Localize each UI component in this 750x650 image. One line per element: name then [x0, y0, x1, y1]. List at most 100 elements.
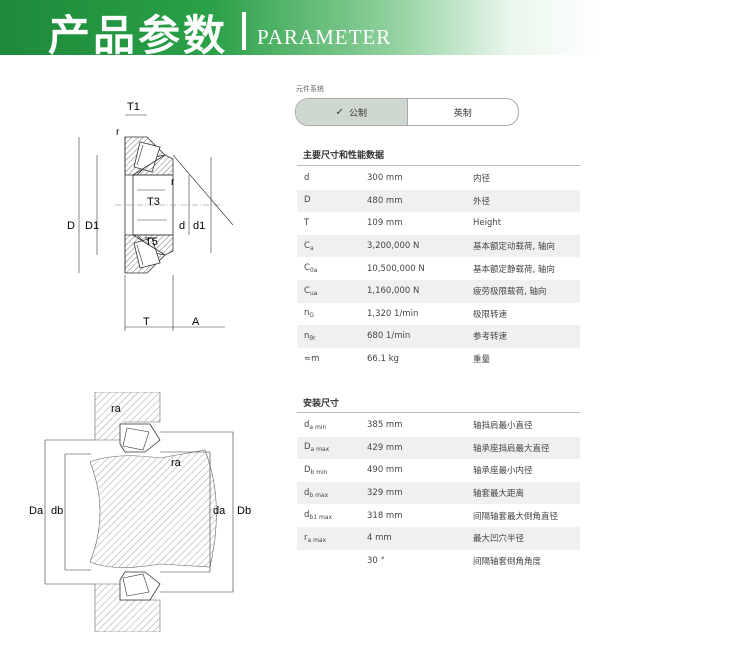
- value-cell: 30 °: [367, 555, 385, 566]
- value-cell: 1,160,000 N: [367, 286, 420, 297]
- section-divider: [297, 165, 580, 166]
- table-row: 30 ° 间隔轴套倒角角度: [297, 550, 580, 573]
- value-cell: 680 1/min: [367, 331, 411, 342]
- table-row: Cua 1,160,000 N 疲劳极限载荷, 轴向: [297, 279, 580, 303]
- unit-system-label: 元件系统: [296, 85, 324, 93]
- symbol: d: [304, 172, 310, 183]
- bearing-dimension-diagram: T1 r r T3 T5 D D1 d d1 T A: [67, 101, 234, 331]
- label-Da-left: Da: [29, 505, 44, 517]
- label-d1: d1: [193, 220, 205, 232]
- description-cell: 轴挡肩最小直径: [473, 421, 533, 432]
- title-divider: [242, 12, 246, 50]
- symbol-cell: d: [297, 173, 367, 184]
- value-cell: 1,320 1/min: [367, 308, 419, 319]
- symbol-cell: ra max: [297, 533, 367, 544]
- header-banner: 产品参数 PARAMETER: [0, 0, 750, 60]
- symbol-subscript: ua: [309, 289, 318, 297]
- symbol-cell: Db min: [297, 465, 367, 476]
- symbol-cell: D: [297, 195, 367, 206]
- label-Db-right: Db: [237, 505, 251, 517]
- description-cell: 内径: [473, 174, 491, 185]
- symbol: D: [304, 442, 311, 453]
- symbol-subscript: b min: [310, 468, 328, 476]
- symbol-subscript: b max: [309, 491, 329, 499]
- table-row: ≈m 66.1 kg 重量: [297, 348, 580, 371]
- symbol-cell: db1 max: [297, 510, 367, 521]
- description-cell: 间隔轴套倒角角度: [473, 556, 542, 567]
- symbol-cell: C0a: [297, 263, 367, 274]
- value-cell: 3,200,000 N: [367, 241, 420, 252]
- symbol-cell: da min: [297, 420, 367, 431]
- value-cell: 66.1 kg: [367, 354, 399, 365]
- value-cell: 329 mm: [367, 488, 403, 499]
- symbol-cell: ≈m: [297, 354, 367, 365]
- unit-system-toggle: ✓ 公制 英制: [295, 98, 519, 126]
- main-dimensions-title: 主要尺寸和性能数据: [303, 151, 385, 161]
- symbol-subscript: 0a: [309, 267, 318, 275]
- value-cell: 300 mm: [367, 173, 403, 184]
- page-title-zh: 产品参数: [48, 11, 229, 60]
- value-cell: 318 mm: [367, 510, 403, 521]
- label-d: d: [179, 220, 185, 232]
- value-cell: 4 mm: [367, 533, 392, 544]
- symbol-cell: nϑr: [297, 331, 367, 342]
- check-icon: ✓: [335, 106, 344, 118]
- symbol: ≈m: [304, 353, 320, 364]
- mounting-dimension-diagram: ra ra Da db da Db: [29, 392, 251, 632]
- metric-option-label: 公制: [348, 108, 367, 119]
- symbol: d: [304, 510, 310, 521]
- symbol: n: [304, 330, 310, 341]
- description-cell: 疲劳极限载荷, 轴向: [473, 287, 547, 298]
- symbol: C: [304, 285, 310, 296]
- label-T1: T1: [127, 101, 140, 113]
- symbol: d: [304, 487, 310, 498]
- description-cell: 极限转速: [473, 309, 508, 320]
- label-T5: T5: [145, 236, 158, 248]
- value-cell: 385 mm: [367, 420, 403, 431]
- symbol: n: [304, 308, 310, 319]
- description-cell: 基本额定静载荷, 轴向: [473, 264, 555, 275]
- description-cell: 基本额定动载荷, 轴向: [473, 242, 555, 253]
- imperial-option[interactable]: 英制: [408, 99, 519, 125]
- label-T3: T3: [147, 196, 160, 208]
- symbol-subscript: a max: [310, 446, 330, 454]
- symbol-cell: Ca: [297, 241, 367, 252]
- table-row: d 300 mm 内径: [297, 167, 580, 190]
- value-cell: 490 mm: [367, 465, 403, 476]
- metric-option[interactable]: ✓ 公制: [296, 99, 408, 125]
- symbol-subscript: G: [309, 312, 315, 320]
- symbol: D: [304, 195, 311, 206]
- value-cell: 480 mm: [367, 195, 403, 206]
- mounting-dimensions-title: 安装尺寸: [303, 399, 340, 409]
- symbol-cell: T: [297, 218, 367, 229]
- symbol-cell: Da max: [297, 442, 367, 453]
- symbol: r: [304, 532, 308, 543]
- symbol-cell: db max: [297, 488, 367, 499]
- label-da-right: da: [213, 505, 226, 517]
- description-cell: 轴套最大距离: [473, 489, 525, 500]
- label-ra-right: ra: [171, 457, 182, 469]
- symbol-subscript: a max: [307, 536, 327, 544]
- description-cell: 重量: [473, 355, 491, 366]
- description-cell: 轴承座挡肩最大直径: [473, 443, 550, 454]
- symbol-cell: nG: [297, 308, 367, 319]
- label-r-top: r: [116, 127, 120, 138]
- symbol-subscript: ϑr: [309, 334, 316, 342]
- description-cell: Height: [473, 218, 502, 229]
- symbol-subscript: a min: [309, 423, 327, 431]
- description-cell: 轴承座最小内径: [473, 466, 533, 477]
- label-D: D: [67, 220, 75, 232]
- symbol: D: [304, 464, 311, 475]
